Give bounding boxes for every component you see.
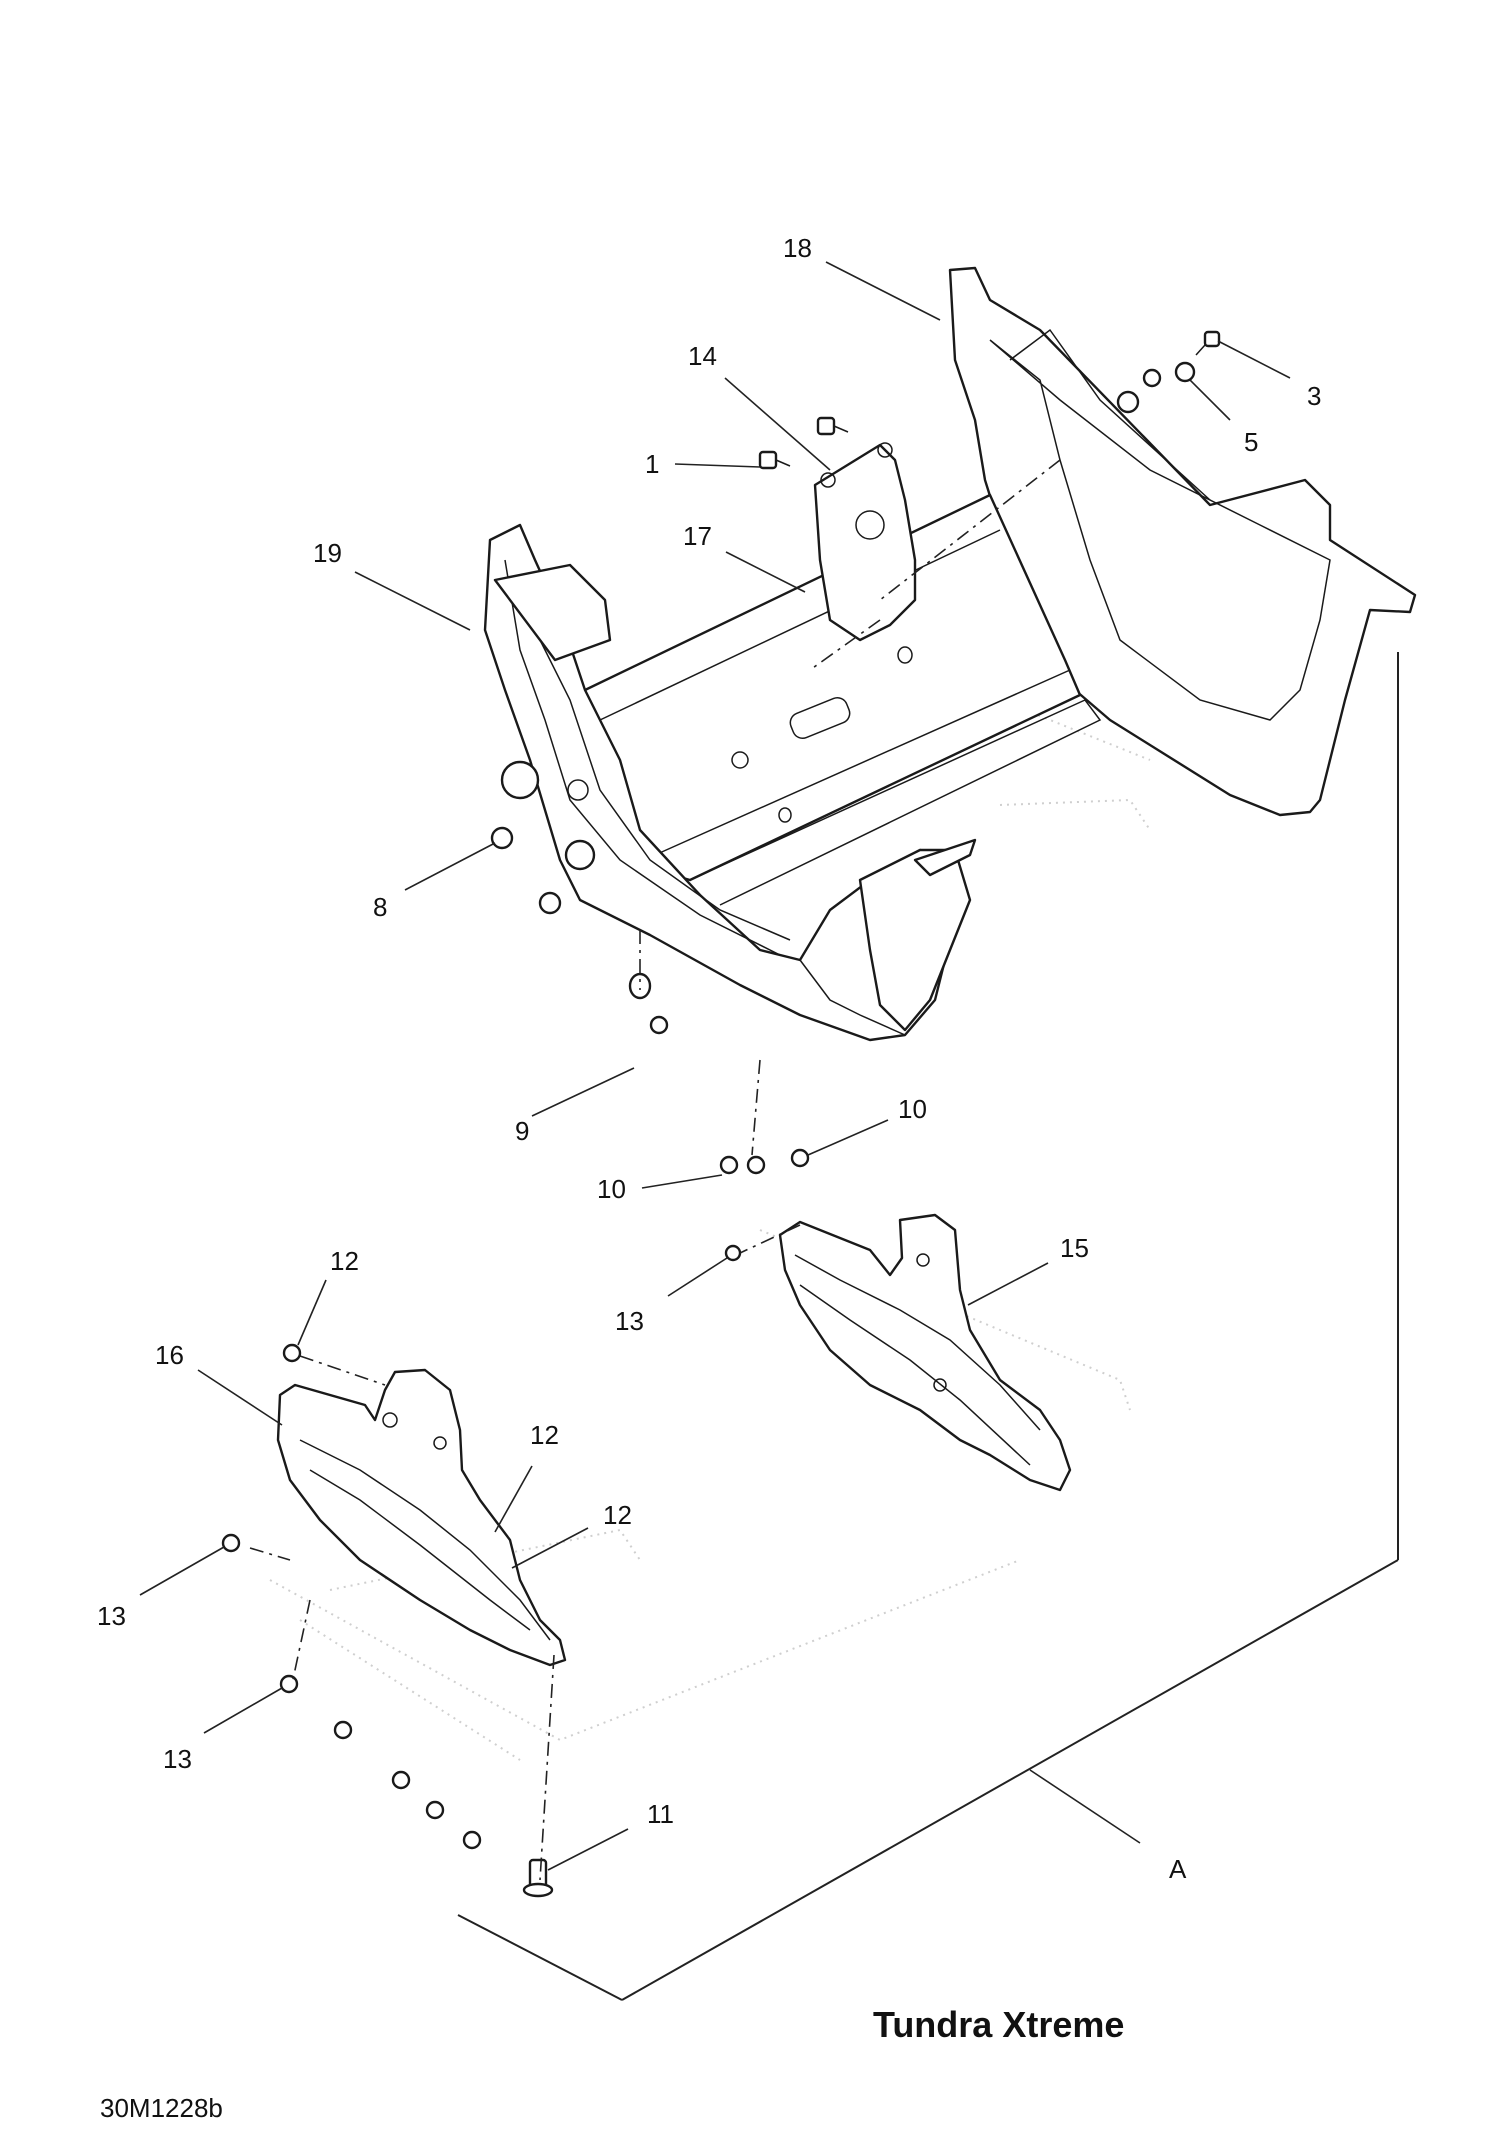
bolt-3	[1195, 330, 1221, 356]
reference-code: 30M1228b	[100, 2093, 223, 2123]
model-title: Tundra Xtreme	[873, 2004, 1124, 2045]
nuts-13	[221, 1244, 742, 1850]
callout-17: 17	[683, 521, 712, 551]
hardware	[221, 330, 1221, 1898]
callout-10-right: 10	[898, 1094, 927, 1124]
callout-12-top: 12	[330, 1246, 359, 1276]
callout-10-left: 10	[597, 1174, 626, 1204]
rivet-9	[628, 972, 669, 1035]
callout-13-center: 13	[615, 1306, 644, 1336]
callout-18: 18	[783, 233, 812, 263]
callout-13-bottom: 13	[163, 1744, 192, 1774]
bolt-1	[758, 450, 791, 470]
callout-12-lower: 12	[603, 1500, 632, 1530]
mounting-bracket-14	[813, 442, 917, 642]
callout-13-left: 13	[97, 1601, 126, 1631]
assembly-centerlines	[249, 459, 1061, 1881]
slide-rail-15	[778, 1213, 1072, 1492]
slide-rail-16	[276, 1368, 567, 1667]
rivet-11	[522, 1858, 554, 1898]
callout-19: 19	[313, 538, 342, 568]
callout-11: 11	[647, 1799, 674, 1829]
callout-15: 15	[1060, 1233, 1089, 1263]
washer-5	[1116, 361, 1196, 414]
callout-8: 8	[373, 892, 387, 922]
callout-12-middle: 12	[530, 1420, 559, 1450]
bolt-14a	[816, 416, 849, 436]
rear-upright-frame-18	[948, 266, 1417, 817]
callout-3: 3	[1307, 381, 1321, 411]
nuts-10	[719, 1148, 810, 1175]
callout-14: 14	[688, 341, 717, 371]
detail-marker-a: A	[1169, 1854, 1187, 1884]
callout-1: 1	[645, 449, 659, 479]
leader-lines	[139, 261, 1291, 1871]
grommet-8	[490, 826, 562, 915]
detail-a-frame	[457, 652, 1399, 2001]
chassis-frame	[483, 266, 1417, 1042]
callout-9: 9	[515, 1116, 529, 1146]
callout-5: 5	[1244, 427, 1258, 457]
callout-16: 16	[155, 1340, 184, 1370]
callouts: 18 14 1 3 5 17 19 8 9 10 10 15 13 12 16 …	[97, 233, 1321, 1884]
